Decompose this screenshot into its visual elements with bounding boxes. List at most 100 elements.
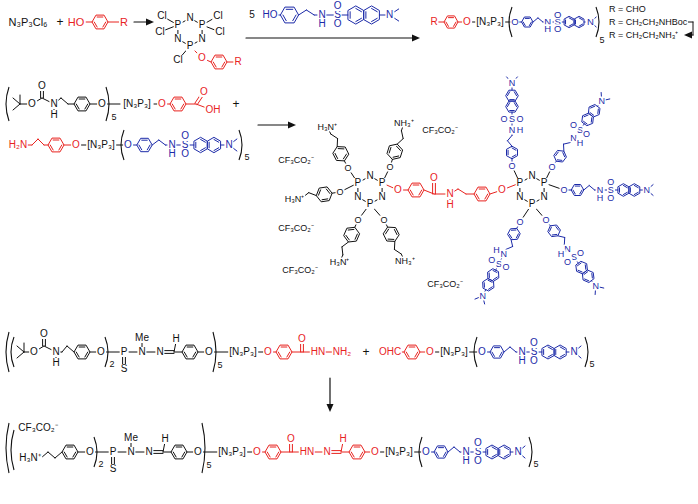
atom-label: O <box>123 140 133 150</box>
atom-label: H <box>596 194 605 203</box>
bond-line <box>385 229 388 234</box>
bond-line <box>44 145 48 146</box>
atom-label: O <box>204 347 214 357</box>
benzene-ring <box>498 445 510 459</box>
atom-label: O <box>547 163 556 172</box>
benzene-ring <box>483 279 494 292</box>
atom-label: N <box>591 282 600 291</box>
atom-label: N <box>586 17 595 27</box>
bond-line <box>372 8 378 11</box>
atom-label: CF₃CO₂⁻ <box>426 280 464 289</box>
benzene-ring <box>434 446 448 458</box>
atom-label: O <box>97 99 107 109</box>
atom-label: O <box>85 447 95 457</box>
atom-label: [N₃P₃] <box>86 140 116 150</box>
atom-label: O <box>582 130 591 139</box>
bond-line <box>173 452 176 457</box>
benzene-ring <box>408 183 424 197</box>
atom-label: S <box>109 464 118 474</box>
bond-line <box>354 447 360 448</box>
benzene-ring <box>554 345 566 359</box>
bond-line <box>548 347 552 350</box>
atom-label: O <box>477 347 487 357</box>
bond-line <box>693 22 694 35</box>
bond-line <box>53 140 59 141</box>
bond-line <box>410 190 413 195</box>
bond-line <box>64 452 67 457</box>
atom-label: H₂N <box>8 140 28 150</box>
bond-line <box>500 352 503 356</box>
benzene-ring <box>506 101 519 112</box>
bond-line <box>508 141 513 146</box>
bond-line <box>578 270 582 272</box>
bond-line <box>79 99 85 100</box>
atom-label: + <box>361 346 370 358</box>
atom-label: P <box>186 41 195 51</box>
parenthesis <box>6 423 9 473</box>
atom-label: O <box>606 194 615 203</box>
bond-line <box>583 121 587 124</box>
benzene-ring <box>276 345 292 359</box>
atom-label: R <box>233 57 242 67</box>
atom-label: P <box>354 178 363 188</box>
benzene-ring <box>170 97 186 111</box>
bond-line <box>341 452 349 453</box>
bond-line <box>267 452 270 457</box>
atom-label: H <box>160 434 169 444</box>
bond-line <box>394 249 401 253</box>
bond-line <box>97 17 103 18</box>
atom-label: HN <box>310 347 326 357</box>
bond-line <box>514 103 516 107</box>
atom-label: H <box>516 126 525 135</box>
benzene-ring <box>280 7 298 23</box>
atom-label: O <box>462 17 472 27</box>
atom-label: P <box>109 447 118 457</box>
bond-line <box>591 118 593 123</box>
bond-line <box>499 449 500 454</box>
bond-line <box>585 265 587 270</box>
atom-label: H₃N⁺ <box>284 194 306 203</box>
benzene-ring <box>364 6 380 24</box>
benzene-ring <box>383 227 399 241</box>
bond-line <box>342 242 348 247</box>
bond-line <box>365 12 366 19</box>
bond-line <box>338 148 344 149</box>
atom-label: P <box>528 199 537 209</box>
bond-line <box>569 18 573 20</box>
bond-line <box>454 22 457 26</box>
benzene-ring <box>564 16 574 27</box>
atom-label: O <box>429 173 439 183</box>
bond-line <box>634 192 638 194</box>
bond-line <box>184 352 187 357</box>
bond-line <box>73 452 76 457</box>
bond-line <box>630 188 631 193</box>
atom-label: O <box>39 329 49 339</box>
bond-line <box>351 452 354 457</box>
bond-line <box>415 352 418 357</box>
atom-label: H <box>49 110 58 120</box>
parenthesis <box>6 332 9 372</box>
bond-line <box>623 192 627 194</box>
benzene-ring <box>92 15 108 29</box>
bond-line <box>394 241 395 249</box>
bond-line <box>484 283 485 288</box>
bond-line <box>201 148 206 151</box>
atom-label: N <box>185 13 194 23</box>
atom-label: O <box>499 115 508 124</box>
atom-label: N <box>365 171 374 181</box>
bond-line <box>634 185 638 187</box>
bond-line <box>493 270 497 272</box>
atom-label: Cl <box>154 27 165 37</box>
atom-label: O <box>541 216 550 225</box>
atom-label: P <box>378 178 387 188</box>
atom-label: O <box>263 347 273 357</box>
benzene-ring <box>333 147 349 161</box>
bond-line <box>466 194 474 195</box>
atom-label: CF₃CO₂⁻ <box>277 156 315 165</box>
bond-line <box>67 346 74 352</box>
atom-label: H <box>557 249 566 258</box>
atom-label: O <box>180 131 190 141</box>
bond-line <box>85 104 88 109</box>
bond-line <box>186 104 196 105</box>
